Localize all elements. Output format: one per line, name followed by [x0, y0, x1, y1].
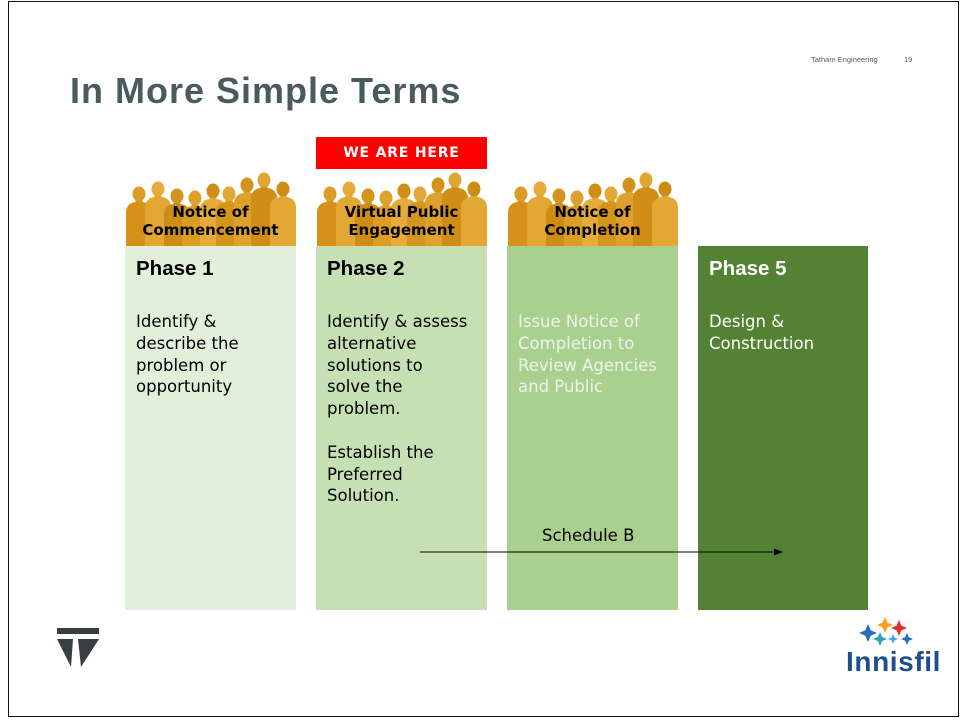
description-line: alternative — [327, 333, 417, 353]
person-silhouette — [461, 181, 487, 246]
description-line: problem. — [327, 399, 401, 419]
phase-heading: Phase 1 — [136, 257, 214, 280]
page-number: 19 — [904, 55, 913, 64]
milestone-label-line: Notice of — [172, 203, 249, 221]
completion-notice-column: Issue Notice of Completion to Review Age… — [507, 246, 678, 610]
description-line: Review Agencies — [518, 355, 657, 375]
description-line: and Public — [518, 377, 604, 397]
description-line: opportunity — [136, 377, 233, 397]
description-line: problem or — [136, 355, 227, 375]
phase-description: Design & Construction — [709, 311, 868, 355]
crowd-silhouette-image — [317, 172, 487, 246]
schedule-b-label: Schedule B — [542, 526, 635, 545]
tatham-logo-icon — [57, 628, 99, 667]
milestone-label: Virtual Public Engagement — [316, 203, 487, 239]
description-line: Issue Notice of — [518, 312, 640, 331]
description-line: solve the — [327, 377, 403, 397]
we-are-here-marker: WE ARE HERE — [316, 137, 487, 169]
milestone-label-line: Notice of — [554, 203, 631, 221]
description-line: Completion to — [518, 333, 635, 353]
description-line: Identify & assess — [327, 312, 468, 331]
milestone-virtual-public-engagement: Virtual Public Engagement — [316, 170, 487, 246]
arrow-head — [774, 548, 783, 556]
milestone-label-line: Virtual Public — [344, 203, 459, 221]
crowd-silhouette-image — [508, 172, 678, 246]
description-line: describe the — [136, 333, 239, 353]
description-line: solutions to — [327, 355, 423, 375]
description-line: Solution. — [327, 486, 400, 506]
description-line: Establish the — [327, 442, 434, 462]
description-paragraph: Design & Construction — [709, 311, 868, 355]
phase-1-column: Phase 1 Identify & describe the problem … — [125, 246, 296, 610]
person-silhouette — [270, 181, 296, 246]
phase-heading: Phase 2 — [327, 257, 405, 280]
phase-5-column: Phase 5 Design & Construction — [698, 246, 868, 610]
milestone-label-line: Engagement — [348, 221, 455, 239]
description-line: Construction — [709, 333, 815, 353]
phase-2-column: Phase 2 Identify & assess alternative so… — [316, 246, 487, 610]
description-line: Preferred — [327, 464, 403, 484]
innisfil-stars-icon — [859, 617, 913, 646]
schedule-b-arrow — [420, 548, 783, 556]
description-paragraph: Identify & assess alternative solutions … — [327, 311, 487, 420]
milestone-label-line: Commencement — [142, 221, 279, 239]
phase-description: Issue Notice of Completion to Review Age… — [518, 311, 678, 398]
milestone-notice-of-commencement: Notice of Commencement — [125, 170, 296, 246]
milestone-label-line: Completion — [544, 221, 641, 239]
innisfil-wordmark: Innisfil — [846, 646, 942, 677]
milestone-label: Notice of Completion — [507, 203, 678, 239]
phase-description: Identify & describe the problem or oppor… — [136, 311, 296, 398]
phase-heading: Phase 5 — [709, 257, 787, 280]
organization-label: Tatham Engineering — [811, 55, 878, 64]
phase-heading — [518, 256, 678, 282]
description-paragraph: Issue Notice of Completion to Review Age… — [518, 311, 678, 398]
description-line: Design & — [709, 312, 785, 331]
milestone-label: Notice of Commencement — [125, 203, 296, 239]
description-line: Identify & — [136, 312, 217, 331]
we-are-here-label: WE ARE HERE — [343, 145, 460, 161]
milestone-notice-of-completion: Notice of Completion — [507, 170, 678, 246]
slide-title: In More Simple Terms — [70, 70, 462, 111]
phase-description: Identify & assess alternative solutions … — [327, 311, 487, 507]
person-silhouette — [652, 181, 678, 246]
slide-frame — [8, 1, 959, 717]
description-paragraph: Identify & describe the problem or oppor… — [136, 311, 296, 398]
description-paragraph: Establish the Preferred Solution. — [327, 442, 487, 507]
crowd-silhouette-image — [126, 172, 296, 246]
